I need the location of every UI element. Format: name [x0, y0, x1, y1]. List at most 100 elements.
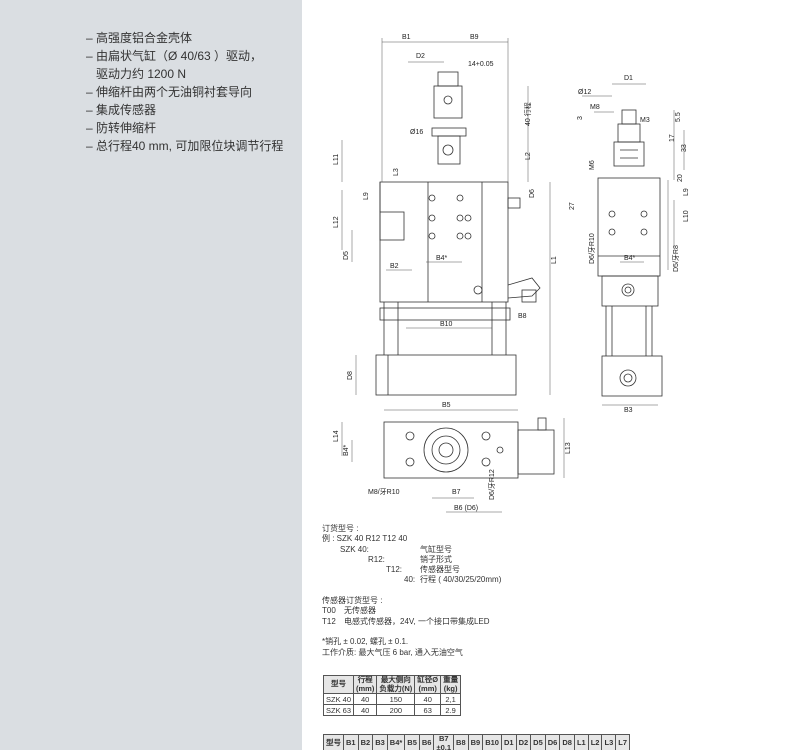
feature-item: –总行程40 mm, 可加限位块调节行程 — [86, 137, 283, 155]
sensor-row: T00 无传感器 — [322, 606, 463, 616]
dim-label: B6 (D6) — [454, 505, 478, 512]
order-row: SZK 40: 气缸型号 — [322, 545, 463, 555]
order-section: 订货型号 : 例 : SZK 40 R12 T12 40 SZK 40: 气缸型… — [322, 524, 501, 658]
table-cell: SZK 63 — [322, 704, 355, 716]
dim-label: M3 — [640, 117, 650, 124]
pin-hole — [443, 95, 453, 105]
list-dash: – — [86, 85, 93, 99]
list-dash: – — [86, 139, 93, 153]
table-header: 行程 (mm) — [353, 675, 378, 694]
dim-label: L14 — [333, 430, 340, 442]
order-key: T12: — [386, 565, 403, 575]
dim-label: 3 — [577, 116, 584, 120]
dim-label: Ø16 — [410, 129, 423, 136]
dim-label: D2 — [416, 53, 425, 60]
rod-clevis — [433, 85, 463, 119]
left-panel: –高强度铝合金壳体 –由扁状气缸（Ø 40/63 ）驱动， 驱动力约 1200 … — [0, 0, 302, 750]
order-example: 例 : SZK 40 R12 T12 40 — [322, 534, 408, 544]
table-header: B2 — [357, 734, 374, 750]
dim-label: L1 — [551, 256, 558, 264]
feature-text: 集成传感器 — [96, 103, 157, 117]
rod-pin — [442, 144, 454, 156]
order-value: 传感器型号 — [420, 565, 460, 575]
table-header-row: 型号 行程 (mm) 最大侧向 负载力(N) 缸径Ø (mm) 重量 (kg) — [322, 675, 462, 694]
table-cell: 40 — [353, 704, 378, 716]
dim-label: B8 — [518, 313, 527, 320]
dim-label: 27 — [569, 202, 576, 210]
table-cell: 2.9 — [440, 704, 462, 716]
sensor-code: T12 — [322, 616, 336, 626]
feature-text: 驱动力约 1200 N — [96, 67, 187, 81]
sensor-code: T00 — [322, 606, 336, 616]
dim-label: B1 — [402, 34, 411, 41]
dim-label: D5/牙R8 — [672, 245, 680, 272]
table-row: SZK 63 40 200 63 2.9 — [322, 704, 462, 716]
dim-label: L3 — [393, 168, 400, 176]
feature-item: –伸缩杆由两个无油铜衬套导向 — [86, 83, 283, 101]
note-tolerance: *销孔 ± 0.02, 螺孔 ± 0.1. — [322, 637, 409, 647]
dim-label: B9 — [470, 34, 479, 41]
dim-label: B3 — [624, 407, 633, 414]
feature-item: –由扁状气缸（Ø 40/63 ）驱动， — [86, 47, 283, 65]
table-header: L2 — [587, 734, 603, 750]
table-header: B9 — [467, 734, 484, 750]
table-cell: 40 — [414, 693, 442, 705]
table-header: 缸径Ø (mm) — [414, 675, 442, 694]
table-header: 重量 (kg) — [440, 675, 462, 694]
main-housing — [379, 181, 509, 303]
table-header: B10 — [482, 734, 502, 750]
sensor-title: 传感器订货型号 : — [322, 596, 383, 606]
cylinder-body — [375, 354, 517, 396]
technical-drawing: B1 B9 D2 14+0.05 40 行程 Ø16 L2 L11 L3 L9 … — [302, 0, 790, 522]
dim-label: M6 — [589, 160, 596, 170]
dim-label: B4* — [436, 255, 448, 262]
order-key: 40: — [404, 575, 416, 585]
table-header: L3 — [601, 734, 617, 750]
sensor-desc: 无传感器 — [344, 606, 376, 616]
clamp-plate — [431, 127, 467, 137]
dim-label: L2 — [525, 152, 532, 160]
spec-table: 型号 行程 (mm) 最大侧向 负载力(N) 缸径Ø (mm) 重量 (kg) … — [322, 675, 462, 716]
dim-label: L13 — [565, 442, 572, 454]
dim-label: 17 — [669, 134, 676, 142]
feature-text: 由扁状气缸（Ø 40/63 ）驱动， — [96, 49, 263, 63]
dim-label: 14+0.05 — [468, 61, 494, 68]
dim-label: 40 行程 — [523, 102, 532, 126]
table-header: B8 — [453, 734, 469, 750]
table-header: L1 — [573, 734, 589, 750]
dim-label: D6/牙R10 — [588, 233, 596, 264]
table-cell: 2,1 — [440, 693, 462, 705]
feature-item: –集成传感器 — [86, 101, 283, 119]
dim-label: L11 — [333, 154, 340, 165]
table-header: D2 — [515, 734, 532, 750]
order-value: 行程 ( 40/30/25/20mm) — [420, 575, 502, 585]
feature-text: 总行程40 mm, 可加限位块调节行程 — [96, 139, 284, 153]
dim-label: D8 — [347, 371, 354, 380]
clevis-top — [437, 71, 459, 87]
dim-label: D5 — [343, 251, 350, 260]
table-header: B4* — [386, 734, 406, 750]
table-header: B6 — [418, 734, 435, 750]
order-value: 销子形式 — [420, 554, 452, 564]
order-key: R12: — [368, 554, 385, 564]
table-row: SZK 40 40 150 40 2,1 — [322, 693, 462, 705]
dim-label: B5 — [442, 402, 451, 409]
table-header: 型号 — [323, 734, 344, 750]
table-cell: 150 — [376, 693, 416, 705]
dim-label: L12 — [333, 216, 340, 228]
feature-text: 防转伸缩杆 — [96, 121, 157, 135]
dim-label: 5.5 — [675, 112, 682, 122]
order-value: 气缸型号 — [420, 544, 452, 554]
table-header: B3 — [372, 734, 388, 750]
table-header: B7 ±0.1 — [433, 734, 455, 750]
sensor-row: T12 电感式传感器，24V, 一个接口带集成LED — [322, 616, 490, 627]
table-header: D5 — [530, 734, 546, 750]
dim-label: B2 — [390, 263, 399, 270]
dim-label: M8/牙R10 — [368, 488, 400, 496]
dim-label: L9 — [363, 192, 370, 200]
dim-label: D6/牙R12 — [488, 469, 496, 500]
dim-label: Ø12 — [578, 89, 591, 96]
table-cell: 200 — [376, 704, 416, 716]
feature-item: –高强度铝合金壳体 — [86, 29, 283, 47]
feature-item: 驱动力约 1200 N — [86, 65, 283, 83]
